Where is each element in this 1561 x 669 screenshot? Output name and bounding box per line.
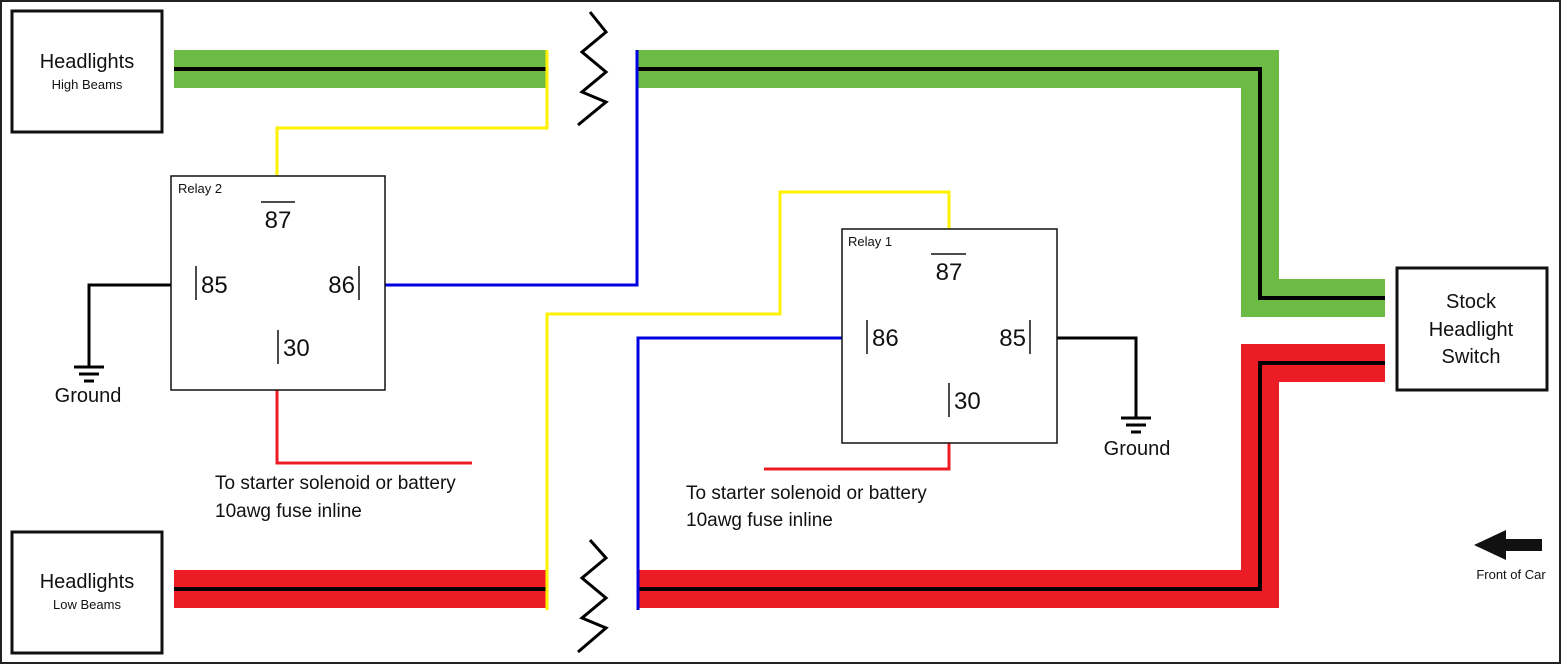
headlights-high-box — [10, 9, 164, 134]
relay2-pin-85: 85 — [201, 272, 228, 299]
front-of-car-label: Front of Car — [1476, 567, 1546, 582]
relay1-pin-87: 87 — [936, 259, 963, 286]
headlights-high-title: Headlights — [40, 51, 135, 73]
black-stripe-right — [638, 67, 1385, 300]
front-arrow-icon — [1474, 530, 1542, 560]
relay1-pin-30: 30 — [954, 388, 981, 415]
headlights-low-box — [10, 530, 164, 655]
high-beam-harness — [174, 50, 1385, 317]
black-stripe-right — [638, 361, 1385, 591]
relay1-pin-86: 86 — [872, 325, 899, 352]
headlights-low-subtitle: Low Beams — [53, 597, 121, 612]
switch-line1: Stock — [1446, 291, 1497, 313]
low-beam-harness — [174, 344, 1385, 608]
relay2-87-yellow-wire — [275, 50, 549, 176]
switch-line2: Headlight — [1429, 319, 1514, 341]
relay2-30-red-wire — [275, 390, 472, 465]
relay1-label: Relay 1 — [848, 234, 892, 249]
relay1-85-ground-wire — [1057, 336, 1138, 418]
relay1-30-red-wire — [764, 443, 951, 471]
relay1-pin-85: 85 — [999, 325, 1026, 352]
note-left-line2: 10awg fuse inline — [215, 501, 362, 522]
ground-label-left: Ground — [55, 385, 122, 407]
relay1-86-blue-wire — [636, 336, 842, 610]
headlights-low-title: Headlights — [40, 571, 135, 593]
relay2-label: Relay 2 — [178, 181, 222, 196]
note-left-line1: To starter solenoid or battery — [215, 473, 456, 494]
relay2-pin-30: 30 — [283, 335, 310, 362]
relay1-87-yellow-wire — [545, 190, 951, 610]
relay2-85-ground-wire — [87, 283, 171, 367]
break-symbol-top — [577, 11, 609, 127]
ground-label-right: Ground — [1104, 438, 1171, 460]
break-symbol-bottom — [577, 539, 609, 654]
headlights-high-subtitle: High Beams — [52, 77, 123, 92]
relay2-pin-86: 86 — [328, 272, 355, 299]
ground-symbol-left — [74, 365, 104, 383]
note-right-line2: 10awg fuse inline — [686, 510, 833, 531]
stock-headlight-switch-box — [1395, 266, 1549, 392]
relay2-86-blue-wire — [385, 50, 639, 287]
note-right-line1: To starter solenoid or battery — [686, 483, 927, 504]
switch-line3: Switch — [1442, 346, 1501, 368]
relay2-pin-87: 87 — [265, 207, 292, 234]
ground-symbol-right — [1121, 416, 1151, 434]
